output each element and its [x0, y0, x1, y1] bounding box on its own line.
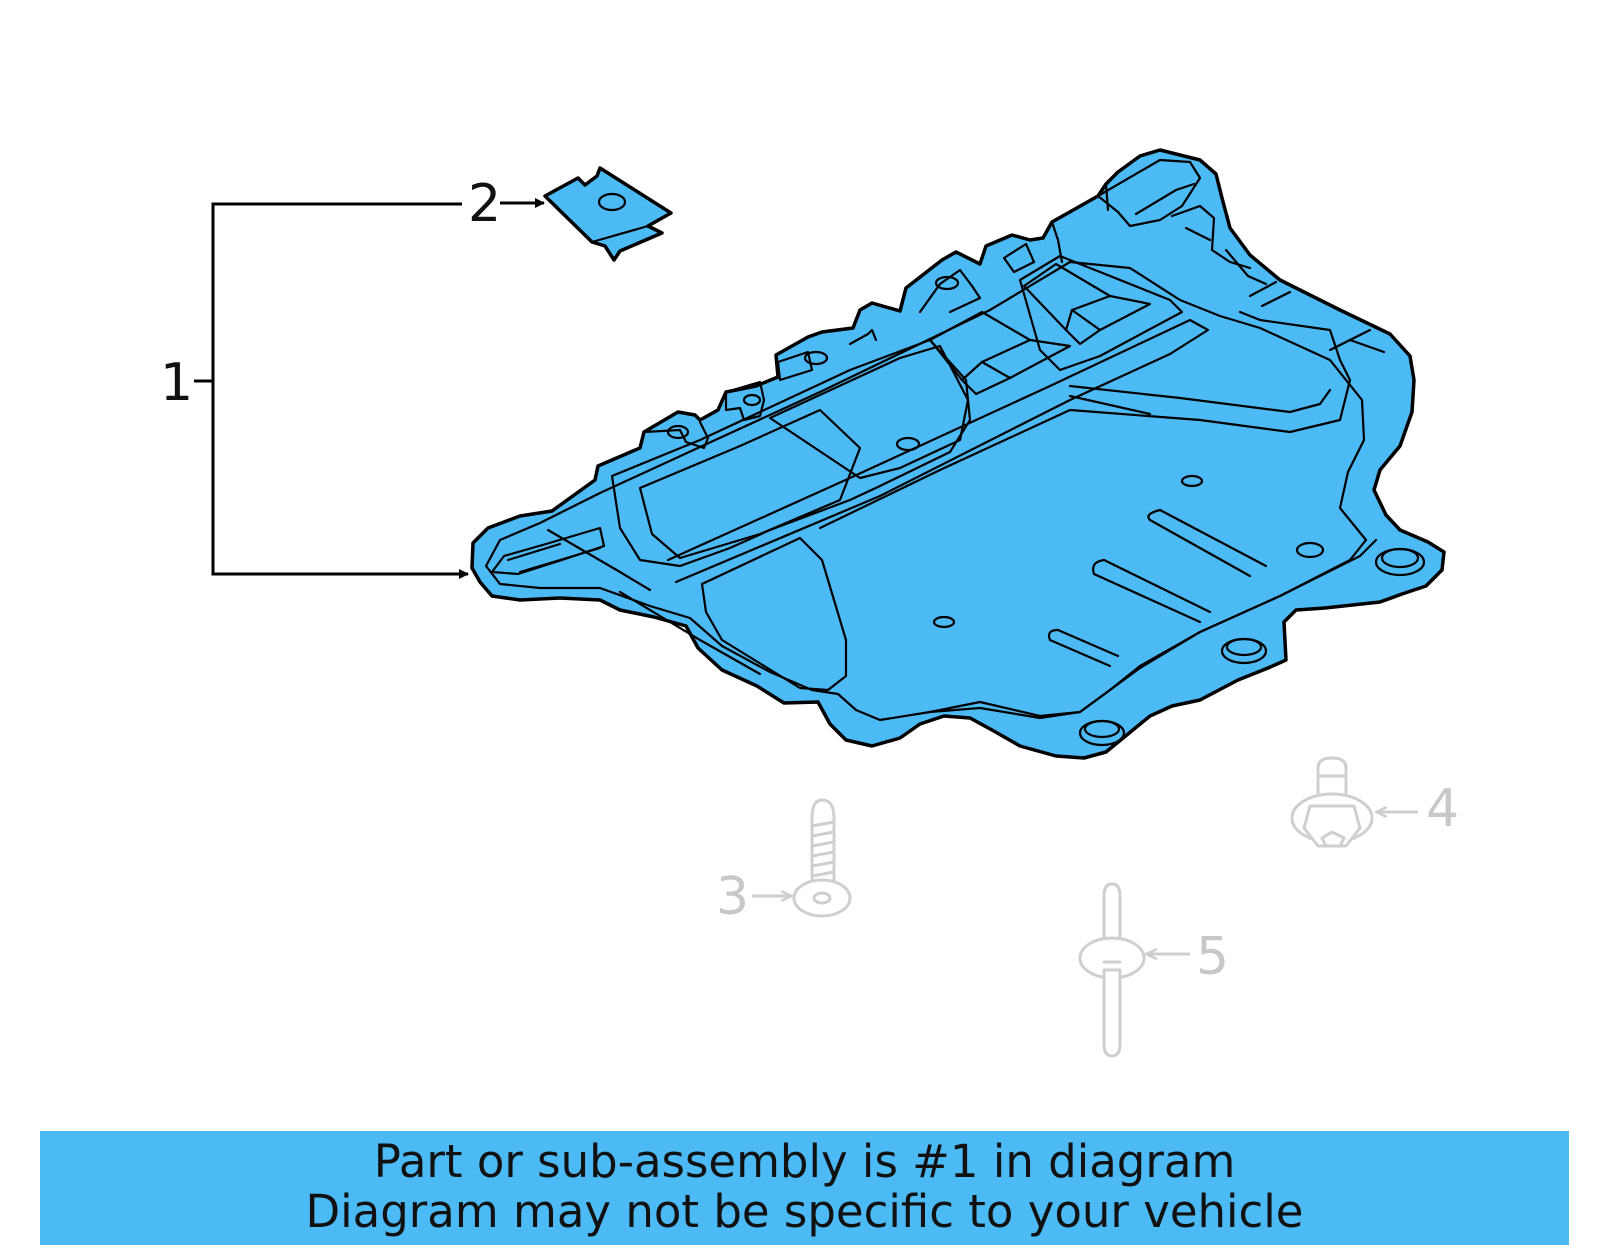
callout-5-label: 5	[1196, 927, 1229, 987]
callout-1-label: 1	[160, 353, 193, 413]
disclaimer-banner: Part or sub-assembly is #1 in diagram Di…	[40, 1131, 1569, 1245]
callout-2-label: 2	[468, 174, 501, 234]
flange-bolt-icon	[1290, 756, 1374, 848]
bolt-icon	[792, 798, 852, 918]
callout-1-leader	[194, 202, 469, 579]
callout-3-label: 3	[716, 867, 749, 927]
banner-line-1: Part or sub-assembly is #1 in diagram	[373, 1135, 1236, 1188]
clip-nut-icon	[543, 166, 673, 262]
banner-line-2: Diagram may not be specific to your vehi…	[305, 1185, 1304, 1238]
callout-4-label: 4	[1426, 779, 1459, 839]
splash-shield-icon	[470, 148, 1446, 760]
push-rivet-icon	[1078, 882, 1146, 1058]
